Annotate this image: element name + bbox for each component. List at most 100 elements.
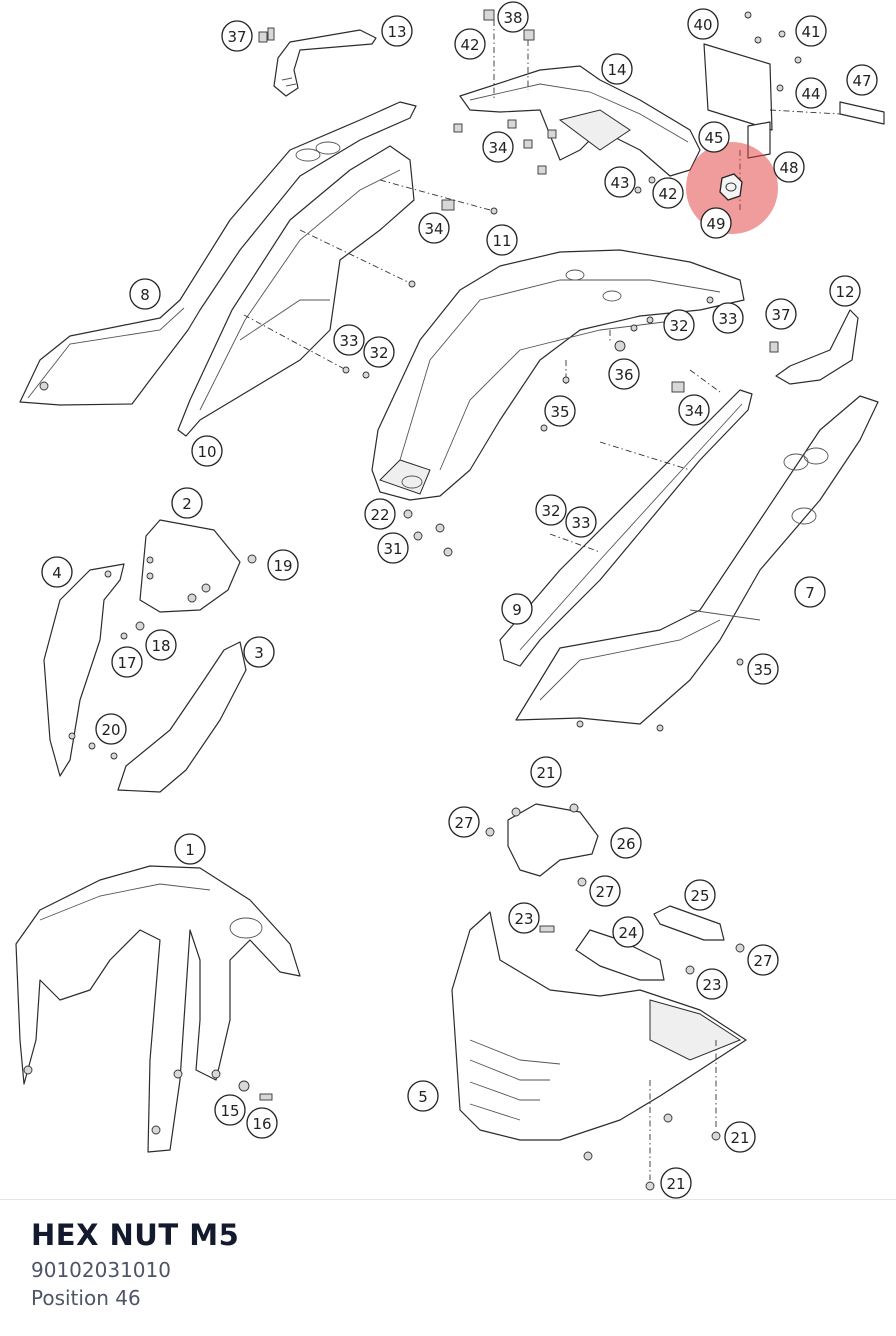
callout-number: 27 — [595, 883, 614, 901]
callout-42[interactable]: 42 — [454, 28, 486, 60]
callout-number: 11 — [492, 232, 511, 250]
highlighted-hex-nut-46[interactable] — [686, 142, 778, 234]
callout-number: 40 — [693, 16, 712, 34]
part-number: 90102031010 — [31, 1258, 171, 1282]
callout-15[interactable]: 15 — [214, 1094, 246, 1126]
callout-number: 23 — [514, 910, 533, 928]
part-47-reflector[interactable] — [839, 101, 885, 125]
callout-20[interactable]: 20 — [95, 713, 127, 745]
callout-2[interactable]: 2 — [171, 487, 203, 519]
part-10-inner-panel[interactable] — [177, 145, 415, 437]
callout-44[interactable]: 44 — [795, 77, 827, 109]
callout-26[interactable]: 26 — [610, 827, 642, 859]
callout-23[interactable]: 23 — [508, 902, 540, 934]
callout-14[interactable]: 14 — [601, 53, 633, 85]
callout-37[interactable]: 37 — [221, 20, 253, 52]
part-4-fairing[interactable] — [43, 563, 125, 777]
hardware-17-19 — [120, 554, 257, 640]
callout-47[interactable]: 47 — [846, 64, 878, 96]
hardware-27 — [485, 827, 745, 953]
callout-number: 41 — [801, 23, 820, 41]
callout-43[interactable]: 43 — [604, 166, 636, 198]
part-25-bracket[interactable] — [653, 905, 725, 941]
part-1-fender[interactable] — [15, 865, 301, 1153]
callout-4[interactable]: 4 — [41, 556, 73, 588]
callout-number: 43 — [610, 174, 629, 192]
callout-number: 13 — [387, 23, 406, 41]
callout-21[interactable]: 21 — [530, 756, 562, 788]
part-7-side-cover[interactable] — [515, 395, 879, 725]
callout-22[interactable]: 22 — [364, 498, 396, 530]
callout-18[interactable]: 18 — [145, 629, 177, 661]
callout-37[interactable]: 37 — [765, 298, 797, 330]
callout-34[interactable]: 34 — [678, 394, 710, 426]
callout-number: 32 — [669, 317, 688, 335]
callout-3[interactable]: 3 — [243, 636, 275, 668]
part-13-bracket[interactable] — [273, 29, 377, 97]
callout-16[interactable]: 16 — [246, 1107, 278, 1139]
callout-27[interactable]: 27 — [747, 944, 779, 976]
callout-12[interactable]: 12 — [829, 275, 861, 307]
callout-34[interactable]: 34 — [418, 212, 450, 244]
callout-35[interactable]: 35 — [544, 395, 576, 427]
callout-number: 22 — [370, 506, 389, 524]
callout-23[interactable]: 23 — [696, 968, 728, 1000]
callout-9[interactable]: 9 — [501, 593, 533, 625]
callout-34[interactable]: 34 — [482, 131, 514, 163]
callout-49[interactable]: 49 — [700, 207, 732, 239]
callout-27[interactable]: 27 — [589, 875, 621, 907]
callout-38[interactable]: 38 — [497, 1, 529, 33]
callout-21[interactable]: 21 — [660, 1167, 692, 1199]
bolt-37b — [769, 341, 779, 353]
callout-number: 47 — [852, 72, 871, 90]
callout-35[interactable]: 35 — [747, 653, 779, 685]
callout-32[interactable]: 32 — [535, 494, 567, 526]
callout-32[interactable]: 32 — [663, 309, 695, 341]
callout-number: 14 — [607, 61, 626, 79]
part-2-cover[interactable] — [139, 519, 241, 613]
callout-number: 42 — [658, 185, 677, 203]
callout-17[interactable]: 17 — [111, 646, 143, 678]
part-26-bracket[interactable] — [507, 803, 599, 877]
hardware-21 — [583, 1113, 721, 1191]
callout-number: 42 — [460, 36, 479, 54]
callout-number: 23 — [702, 976, 721, 994]
part-12-bracket[interactable] — [775, 309, 859, 385]
part-40-license-plate[interactable] — [703, 43, 773, 131]
part-3-trim[interactable] — [117, 641, 247, 793]
callout-24[interactable]: 24 — [612, 916, 644, 948]
callout-21[interactable]: 21 — [724, 1121, 756, 1153]
part-5-belly-pan[interactable] — [451, 911, 747, 1141]
part-position: Position 46 — [31, 1286, 141, 1310]
callout-32[interactable]: 32 — [363, 336, 395, 368]
callout-36[interactable]: 36 — [608, 358, 640, 390]
callout-33[interactable]: 33 — [565, 506, 597, 538]
callout-5[interactable]: 5 — [407, 1080, 439, 1112]
callout-7[interactable]: 7 — [794, 576, 826, 608]
callout-number: 10 — [197, 443, 216, 461]
callout-1[interactable]: 1 — [174, 833, 206, 865]
part-14-tail-section[interactable] — [459, 65, 701, 177]
callout-31[interactable]: 31 — [377, 532, 409, 564]
callout-13[interactable]: 13 — [381, 15, 413, 47]
callout-25[interactable]: 25 — [684, 879, 716, 911]
callout-41[interactable]: 41 — [795, 15, 827, 47]
callout-48[interactable]: 48 — [773, 151, 805, 183]
part-9-rail[interactable] — [499, 389, 753, 667]
callout-45[interactable]: 45 — [698, 121, 730, 153]
bolt-37a — [258, 27, 275, 43]
callout-33[interactable]: 33 — [712, 302, 744, 334]
callout-33[interactable]: 33 — [333, 324, 365, 356]
callout-27[interactable]: 27 — [448, 806, 480, 838]
callout-40[interactable]: 40 — [687, 8, 719, 40]
callout-10[interactable]: 10 — [191, 435, 223, 467]
callout-8[interactable]: 8 — [129, 278, 161, 310]
callout-number: 21 — [730, 1129, 749, 1147]
callout-11[interactable]: 11 — [486, 224, 518, 256]
callout-19[interactable]: 19 — [267, 549, 299, 581]
part-8-side-cover[interactable] — [19, 101, 417, 406]
callout-number: 44 — [801, 85, 820, 103]
part-24-bracket[interactable] — [575, 929, 665, 981]
callout-number: 16 — [252, 1115, 271, 1133]
callout-42[interactable]: 42 — [652, 177, 684, 209]
